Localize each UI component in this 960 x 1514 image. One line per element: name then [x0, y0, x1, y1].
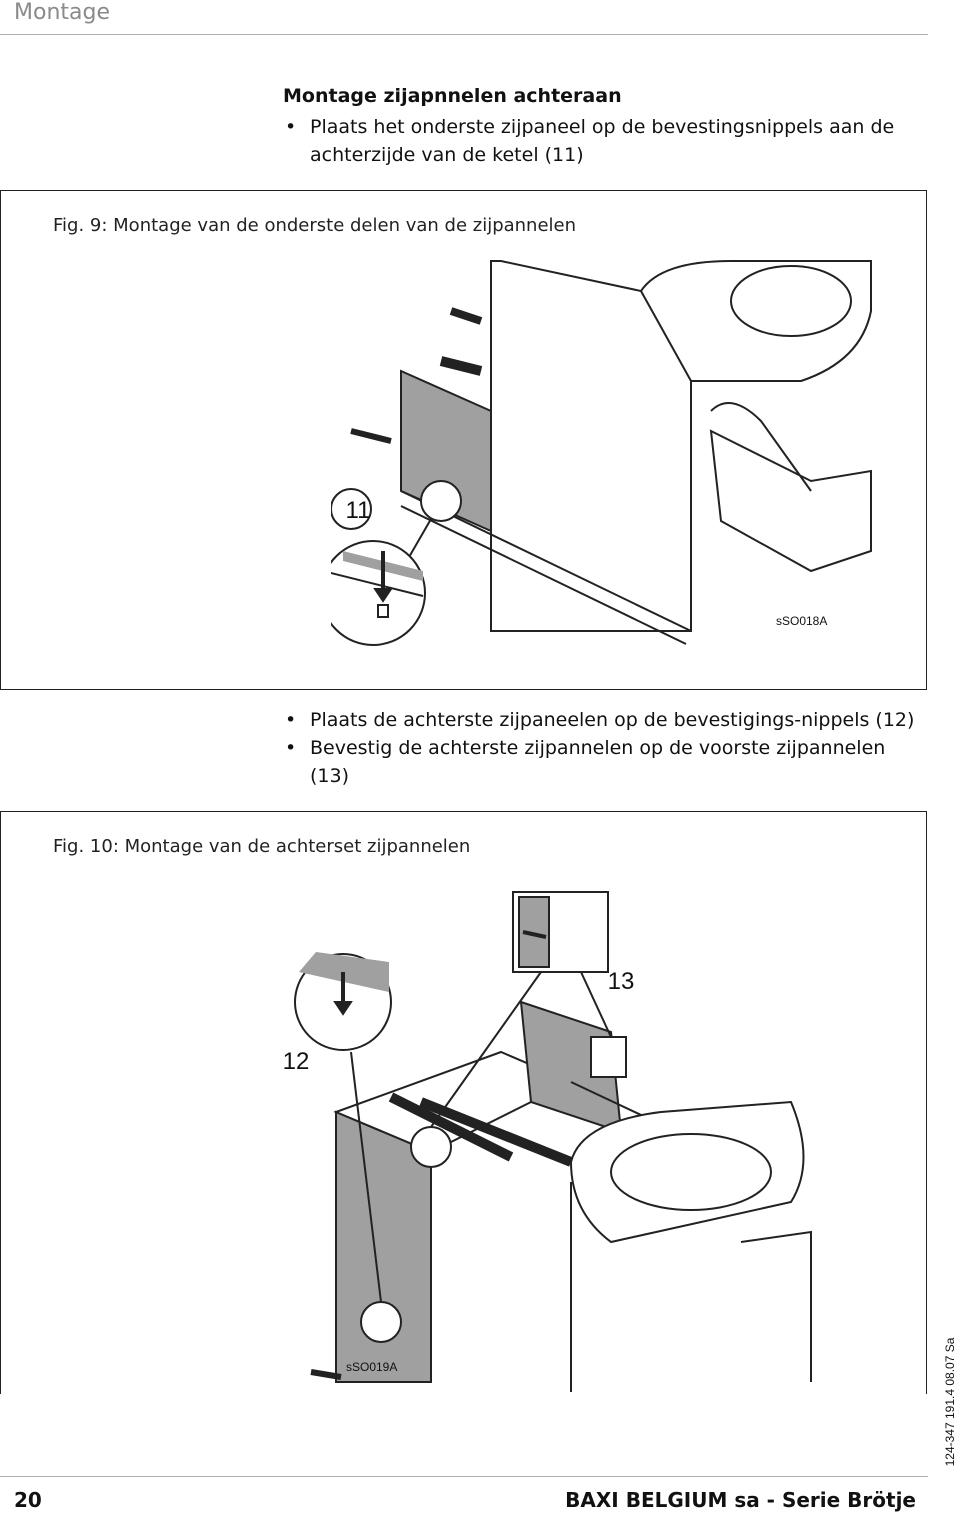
figure-10-callout-12: 12 [282, 1048, 310, 1075]
document-code-vertical: 124-347 191.4 08.07 Sa [943, 1337, 957, 1467]
figure-10-caption: Fig. 10: Montage van de achterset zijpan… [53, 836, 471, 857]
section-heading: Montage zijapnnelen achteraan [283, 85, 622, 107]
list-item: Plaats het onderste zijpaneel op de beve… [283, 113, 923, 169]
bullet-list-top: Plaats het onderste zijpaneel op de beve… [283, 113, 923, 169]
page-header-title: Montage [14, 0, 110, 25]
figure-10-illustration [294, 891, 812, 1392]
footer-brand: BAXI BELGIUM sa - Serie Brötje [565, 1488, 916, 1512]
page-number: 20 [14, 1488, 42, 1512]
figure-10-callout-13: 13 [607, 968, 635, 995]
bullet-list-middle: Plaats de achterste zijpaneelen op de be… [283, 706, 923, 790]
list-item: Bevestig de achterste zijpannelen op de … [283, 734, 923, 790]
figure-9-illustration [331, 260, 872, 646]
list-item: Plaats de achterste zijpaneelen op de be… [283, 706, 923, 734]
figure-10-code: sSO019A [346, 1360, 398, 1374]
figure-9-caption: Fig. 9: Montage van de onderste delen va… [53, 215, 577, 236]
figure-9-code: sSO018A [776, 614, 828, 628]
figure-9-callout-11: 11 [345, 497, 371, 524]
figure-9-box: Fig. 9: Montage van de onderste delen va… [0, 190, 927, 690]
footer-rule [0, 1476, 928, 1477]
figure-10-box: Fig. 10: Montage van de achterset zijpan… [0, 811, 927, 1394]
header-rule [0, 34, 928, 35]
